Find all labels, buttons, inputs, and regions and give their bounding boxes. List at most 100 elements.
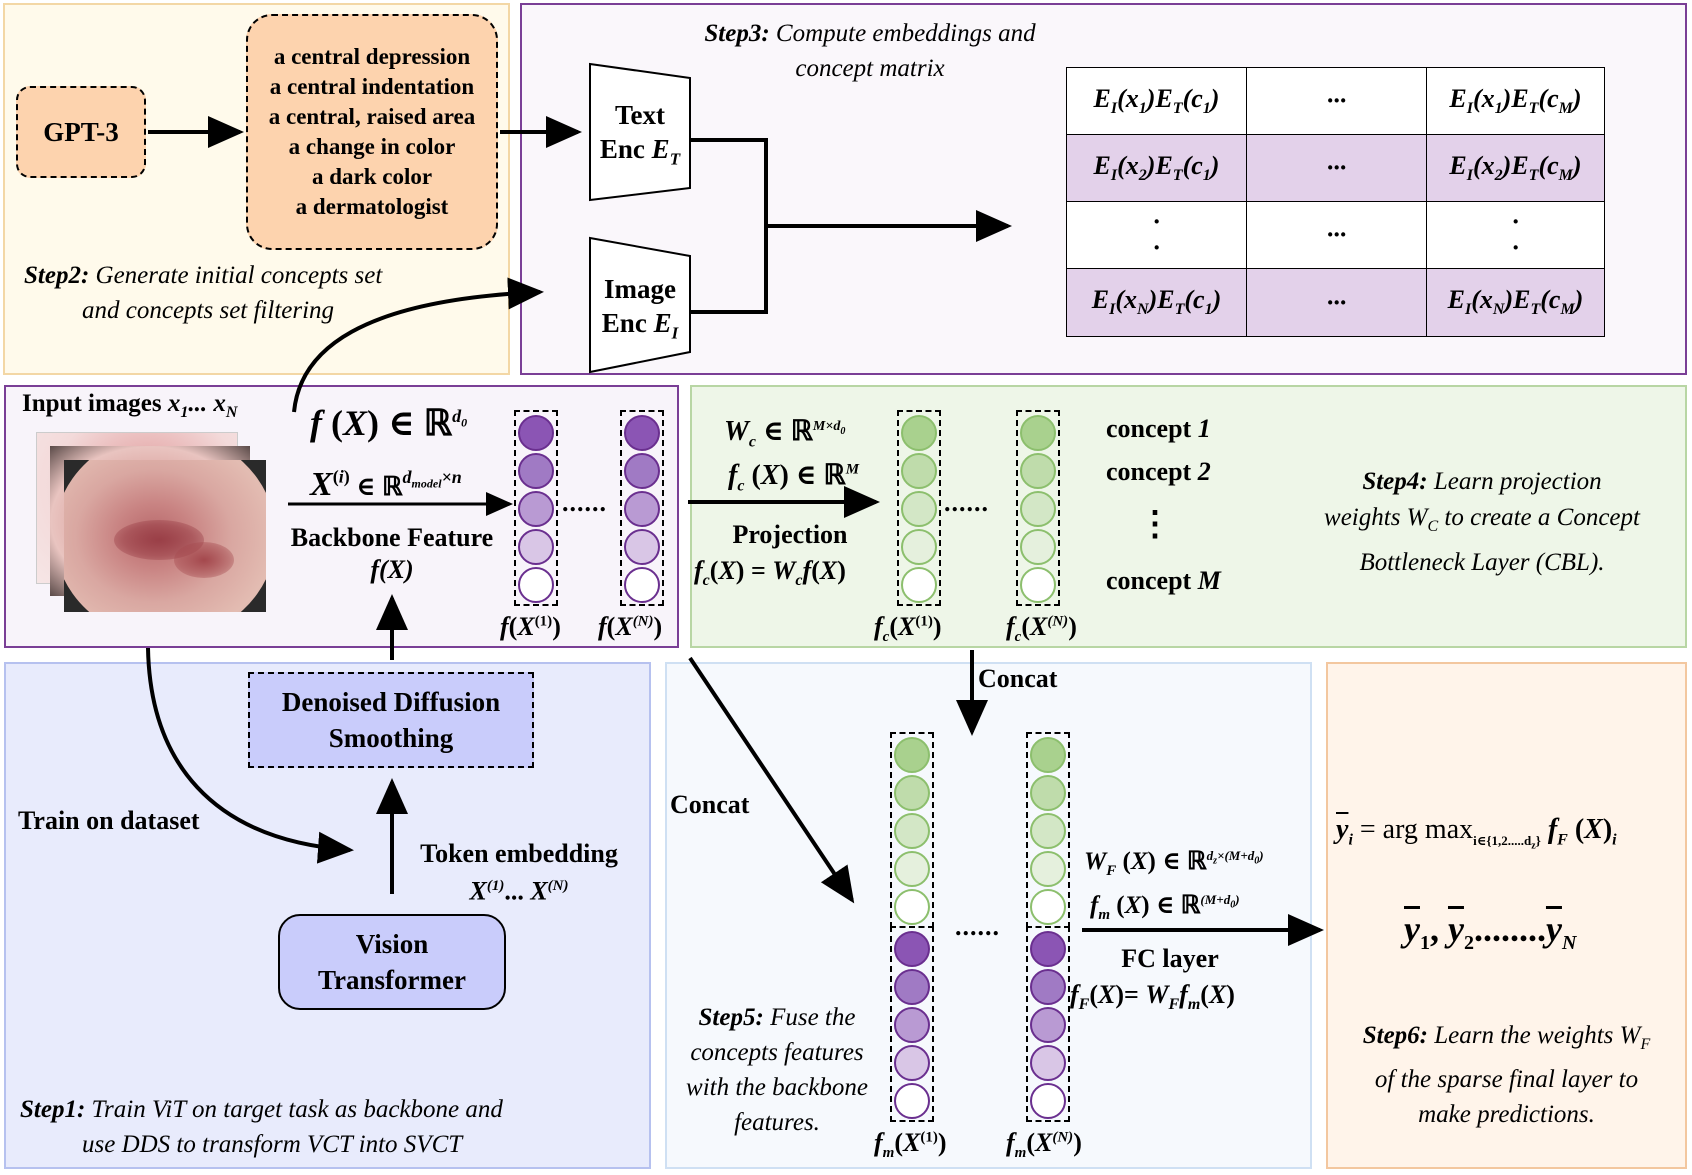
matrix-cell: ···	[1246, 201, 1427, 269]
matrix-cell-text: ···	[1326, 153, 1347, 182]
neuron	[894, 1045, 930, 1081]
step1-title: Step1:	[20, 1096, 86, 1123]
dots-backbone: ......	[562, 488, 607, 517]
neuron	[624, 529, 660, 565]
matrix-cell-text: ···	[1326, 220, 1347, 249]
matrix-cell-text: EI(xN)ET(c1)	[1091, 285, 1222, 319]
neuron	[518, 567, 554, 603]
backbone-feature-text: Backbone Feature	[290, 523, 494, 552]
matrix-cell-text: EI(x2)ET(c1)	[1093, 150, 1220, 185]
text-encoder-line2: Enc	[599, 134, 652, 164]
neuron	[518, 529, 554, 565]
step6-text1: Learn the weights W	[1434, 1022, 1641, 1049]
concept-2-index: 2	[1197, 457, 1211, 486]
matrix-cell: ··	[1066, 201, 1247, 269]
matrix-cell-dot: ·	[1153, 233, 1160, 262]
concept-vdots: ⋮	[1138, 506, 1172, 543]
caption-fc-xn: fc(X(N))	[1006, 612, 1077, 646]
fm-math: fm (X) ∈ ℝ(M+d0)	[1090, 891, 1240, 923]
neuron	[901, 567, 937, 603]
step5-caption: Step5: Fuse the concepts features with t…	[662, 1000, 892, 1140]
concepts-box: a central depression a central indentati…	[246, 14, 498, 250]
caption-f-x1: f(X(1))	[500, 612, 561, 641]
concept-column-n	[1016, 410, 1060, 606]
dots-concepts: ......	[944, 488, 989, 517]
concept-m-text: concept	[1106, 566, 1198, 595]
neuron	[894, 969, 930, 1005]
matrix-cell-text: EI(x2)ET(cM)	[1449, 150, 1582, 185]
step4-text2: weights W	[1324, 504, 1428, 531]
neuron	[624, 415, 660, 451]
matrix-cell: ···	[1246, 134, 1427, 202]
neuron	[1030, 851, 1066, 887]
concept-1-index: 1	[1197, 414, 1211, 443]
concept-column-1	[897, 410, 941, 606]
token-embedding-math: X(1)... X(N)	[469, 876, 569, 906]
step5-title: Step5:	[698, 1004, 764, 1031]
step6-title: Step6:	[1362, 1022, 1428, 1049]
argmax-formula: yi = arg maxi∈{1,2.....dz} fF (X)i	[1336, 814, 1617, 852]
concept-matrix: EI(x1)ET(c1) ··· EI(x1)ET(cM) EI(x2)ET(c…	[1066, 67, 1605, 337]
matrix-cell-text: EI(x1)ET(c1)	[1093, 83, 1220, 118]
panel-step6	[1326, 662, 1687, 1169]
vit-box: Vision Transformer	[278, 914, 506, 1010]
concept-m-index: M	[1197, 566, 1221, 595]
backbone-feature-label: Backbone Feature f(X)	[272, 522, 512, 586]
caption-fm-x1: fm(X(1))	[874, 1128, 947, 1162]
xi-math: X(i) ∈ ℝdmodel×n	[310, 466, 462, 503]
step3-text1: Compute embeddings and	[775, 20, 1036, 47]
image-encoder-line2: Enc	[601, 308, 654, 338]
concept-item: a central, raised area	[268, 104, 476, 129]
step2-text1: Generate initial concepts set	[95, 262, 383, 289]
step5-text1: Fuse the	[770, 1004, 856, 1031]
fc-layer-label: FC layer	[1121, 944, 1219, 973]
projection-formula: fc(X) = Wcf(X)	[694, 556, 846, 590]
fused-column-n-backbone	[1026, 926, 1070, 1122]
concat-top-label: Concat	[978, 664, 1058, 693]
concept-item: a central depression	[273, 44, 471, 69]
matrix-cell: EI(x1)ET(cM)	[1426, 67, 1605, 135]
step4-text3: Bottleneck Layer (CBL).	[1359, 549, 1605, 576]
neuron	[1030, 889, 1066, 925]
matrix-cell: EI(x1)ET(c1)	[1066, 67, 1247, 135]
matrix-cell-text: ·	[1512, 207, 1519, 236]
step5-text2: concepts features	[690, 1039, 864, 1066]
matrix-cell-text: EI(x1)ET(cM)	[1449, 83, 1582, 118]
neuron	[894, 931, 930, 967]
neuron	[1030, 813, 1066, 849]
dds-line2: Smoothing	[328, 723, 454, 753]
matrix-cell-dot: ·	[1512, 233, 1519, 262]
fc-layer-formula: fF(X)= WFfm(X)	[1070, 980, 1235, 1014]
step1-caption: Step1: Train ViT on target task as backb…	[20, 1092, 503, 1162]
neuron	[1030, 931, 1066, 967]
caption-fc-x1: fc(X(1))	[874, 612, 942, 646]
neuron	[894, 851, 930, 887]
neuron	[518, 491, 554, 527]
dds-box: Denoised Diffusion Smoothing	[248, 672, 534, 768]
neuron	[1030, 969, 1066, 1005]
concept-item: a dark color	[311, 164, 433, 189]
dds-line1: Denoised Diffusion	[281, 687, 501, 717]
matrix-cell-text: EI(xN)ET(cM)	[1447, 285, 1584, 319]
predictions-formula: y1, y2........yN	[1404, 909, 1577, 955]
token-embedding-text: Token embedding	[420, 839, 618, 868]
concept-m-label: concept M	[1106, 566, 1221, 596]
input-images-text: Input images	[22, 390, 168, 417]
neuron	[894, 1007, 930, 1043]
step1-text1: Train ViT on target task as backbone and	[91, 1096, 503, 1123]
vit-line1: Vision	[355, 929, 429, 959]
caption-f-xn: f(X(N))	[598, 612, 663, 641]
step4-text2b: to create a Concept	[1438, 504, 1640, 531]
matrix-cell-text: ···	[1326, 287, 1347, 317]
matrix-cell: EI(x2)ET(cM)	[1426, 134, 1605, 202]
neuron	[1020, 415, 1056, 451]
neuron	[894, 889, 930, 925]
fc-math: fc (X) ∈ ℝM	[728, 460, 860, 495]
concat-left-label: Concat	[670, 790, 750, 819]
step6-text2: of the sparse final layer to	[1374, 1066, 1639, 1093]
neuron	[1020, 567, 1056, 603]
step5-text3: with the backbone	[686, 1074, 868, 1101]
neuron	[1020, 491, 1056, 527]
neuron	[1030, 775, 1066, 811]
neuron	[624, 567, 660, 603]
